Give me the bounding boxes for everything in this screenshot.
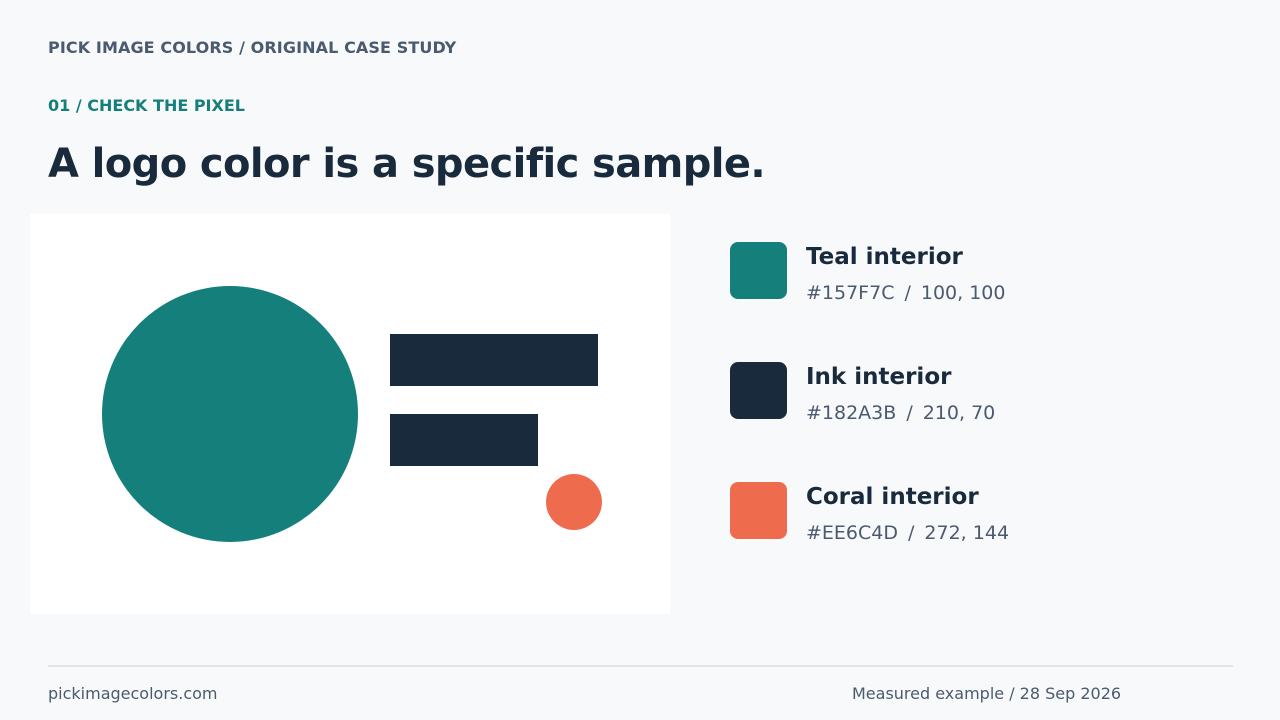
logo-image-panel [30, 214, 670, 614]
footer-note: Measured example / 28 Sep 2026 [852, 684, 1122, 703]
logo-teal-circle [102, 286, 358, 542]
logo-coral-dot [546, 474, 602, 530]
swatch-ink: Ink interior #182A3B / 210, 70 [730, 362, 1210, 424]
swatch-hex: #157F7C [806, 282, 895, 304]
swatch-name: Teal interior [806, 244, 963, 270]
swatch-coords: 210, 70 [922, 402, 996, 424]
page-kicker: PICK IMAGE COLORS / ORIGINAL CASE STUDY [48, 38, 457, 57]
swatch-meta: #157F7C / 100, 100 [806, 280, 1005, 306]
swatch-hex: #EE6C4D [806, 522, 899, 544]
logo-ink-bar-top [390, 334, 598, 386]
swatch-chip-ink [730, 362, 787, 419]
swatch-hex: #182A3B [806, 402, 897, 424]
swatch-separator: / [906, 402, 913, 424]
swatch-meta: #EE6C4D / 272, 144 [806, 520, 1009, 546]
logo-illustration [102, 286, 602, 542]
footer-site: pickimagecolors.com [48, 684, 218, 703]
swatch-separator: / [904, 282, 911, 304]
logo-ink-bar-bottom [390, 414, 538, 466]
step-label: 01 / CHECK THE PIXEL [48, 96, 245, 115]
swatch-separator: / [908, 522, 915, 544]
swatch-name: Ink interior [806, 364, 952, 390]
swatch-chip-teal [730, 242, 787, 299]
footer-divider [48, 665, 1233, 667]
swatch-chip-coral [730, 482, 787, 539]
swatch-coords: 100, 100 [920, 282, 1006, 304]
page-title: A logo color is a specific sample. [48, 141, 766, 187]
swatch-meta: #182A3B / 210, 70 [806, 400, 995, 426]
swatch-name: Coral interior [806, 484, 979, 510]
swatch-coords: 272, 144 [924, 522, 1010, 544]
swatch-teal: Teal interior #157F7C / 100, 100 [730, 242, 1210, 304]
swatch-coral: Coral interior #EE6C4D / 272, 144 [730, 482, 1210, 544]
